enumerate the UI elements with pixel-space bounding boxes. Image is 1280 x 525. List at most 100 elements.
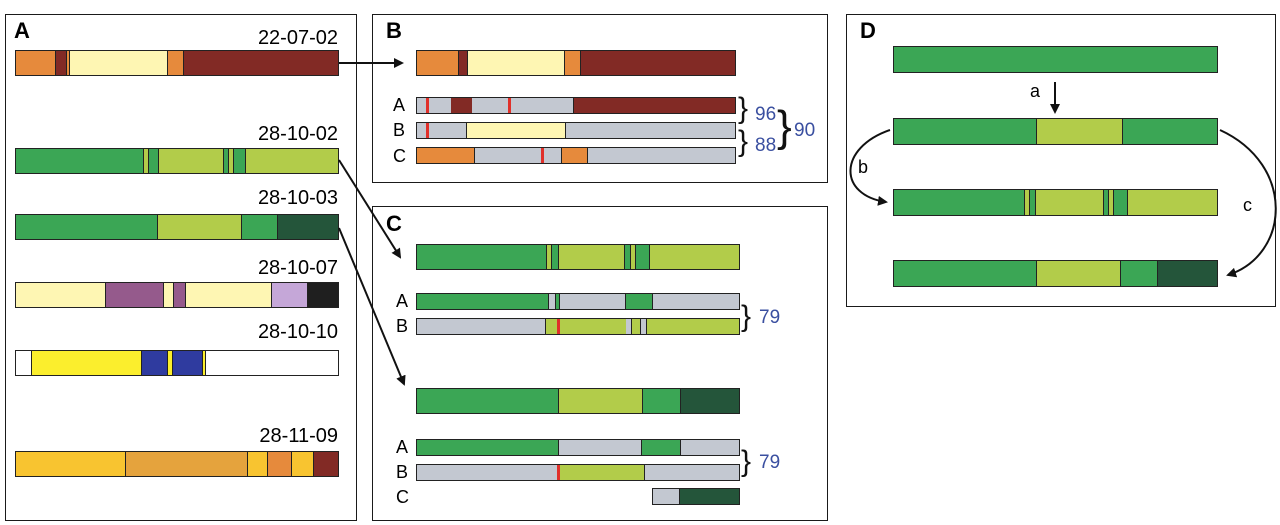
- segment-lime: [1037, 261, 1121, 286]
- sequence-bar: [893, 118, 1218, 145]
- row-label: B: [396, 462, 409, 482]
- segment-green: [1114, 190, 1128, 215]
- brace: }: [738, 92, 749, 125]
- row-label: C: [396, 487, 409, 507]
- date-label: 28-10-02: [257, 123, 338, 145]
- sequence-bar: [416, 318, 740, 335]
- segment-lime: [545, 319, 557, 334]
- segment-green: [894, 190, 1025, 215]
- segment-pale-yellow: [466, 123, 566, 138]
- segment-yellow: [168, 351, 173, 375]
- segment-lime: [560, 465, 645, 480]
- segment-lime: [559, 245, 625, 269]
- segment-pale-yellow: [16, 283, 106, 307]
- segment-yellow: [203, 351, 206, 375]
- segment-dark-green: [1158, 261, 1217, 286]
- segment-green: [417, 389, 559, 413]
- segment-green: [625, 294, 653, 309]
- marker-red: [426, 98, 429, 113]
- segment-green: [224, 149, 229, 173]
- row-label: B: [393, 120, 406, 140]
- segment-dark-red: [314, 452, 338, 476]
- panel-a-label: A: [14, 18, 30, 43]
- segment-green: [894, 261, 1037, 286]
- date-label: 22-07-02: [257, 27, 338, 49]
- segment-gold: [292, 452, 314, 476]
- segment-lime: [646, 319, 739, 334]
- segment-green: [1030, 190, 1036, 215]
- segment-orange: [561, 148, 588, 163]
- arrow: [338, 159, 402, 259]
- segment-blue: [142, 351, 168, 375]
- segment-lime: [547, 245, 552, 269]
- segment-lavender: [272, 283, 308, 307]
- row-label: C: [393, 146, 406, 166]
- segment-pale-yellow: [70, 51, 168, 75]
- segment-orange: [268, 452, 292, 476]
- segment-green: [16, 149, 144, 173]
- panel-c-label: C: [386, 211, 402, 236]
- arrow: [1219, 129, 1277, 278]
- sequence-bar: [893, 46, 1218, 73]
- segment-black: [308, 283, 338, 307]
- segment-lime: [1025, 190, 1030, 215]
- segment-dark-red: [459, 51, 468, 75]
- sequence-bar: [416, 122, 736, 139]
- segment-lime: [631, 319, 641, 334]
- step-label: a: [1030, 81, 1041, 101]
- brace: }: [738, 125, 749, 158]
- segment-lime: [1109, 190, 1114, 215]
- segment-green: [552, 245, 559, 269]
- step-label: b: [858, 157, 869, 177]
- sequence-bar: [15, 451, 339, 477]
- segment-lime: [559, 389, 643, 413]
- identity-value: 79: [759, 307, 781, 328]
- segment-green: [16, 215, 158, 239]
- segment-lime: [159, 149, 224, 173]
- segment-gold: [248, 452, 268, 476]
- segment-dark-green: [681, 389, 739, 413]
- marker-red: [557, 465, 560, 480]
- identity-value: 96: [755, 104, 777, 125]
- step-label: c: [1243, 195, 1252, 215]
- segment-purple: [106, 283, 164, 307]
- segment-gold: [16, 452, 126, 476]
- segment-dark-green: [679, 489, 739, 504]
- segment-green: [234, 149, 246, 173]
- sequence-bar: [416, 388, 740, 414]
- segment-green: [1104, 190, 1109, 215]
- sequence-bar: [893, 260, 1218, 287]
- segment-lime: [650, 245, 739, 269]
- sequence-bar: [416, 147, 736, 164]
- segment-orange: [16, 51, 56, 75]
- marker-red: [557, 319, 560, 334]
- sequence-bar: [15, 350, 339, 376]
- segment-orange: [417, 148, 475, 163]
- segment-green: [417, 245, 547, 269]
- sequence-bar: [416, 244, 740, 270]
- segment-lime: [1037, 119, 1123, 144]
- row-label: B: [396, 316, 409, 336]
- date-label: 28-11-09: [259, 425, 338, 447]
- segment-green: [555, 294, 560, 309]
- segment-green: [149, 149, 159, 173]
- brace: }: [777, 102, 792, 151]
- identity-value: 79: [759, 452, 781, 473]
- sequence-bar: [416, 97, 736, 114]
- brace: }: [741, 300, 752, 333]
- panel-a: [5, 14, 357, 521]
- date-label: 28-10-07: [257, 257, 338, 279]
- sequence-bar: [652, 488, 740, 505]
- segment-purple: [174, 283, 186, 307]
- segment-dark-red: [184, 51, 338, 75]
- identity-value: 90: [794, 120, 816, 141]
- segment-green: [625, 245, 631, 269]
- sequence-bar: [15, 148, 339, 174]
- segment-lime: [560, 319, 626, 334]
- date-label: 28-10-10: [257, 321, 338, 343]
- segment-dark-red: [573, 98, 735, 113]
- segment-green: [417, 294, 549, 309]
- segment-green: [641, 440, 681, 455]
- segment-amber: [126, 452, 248, 476]
